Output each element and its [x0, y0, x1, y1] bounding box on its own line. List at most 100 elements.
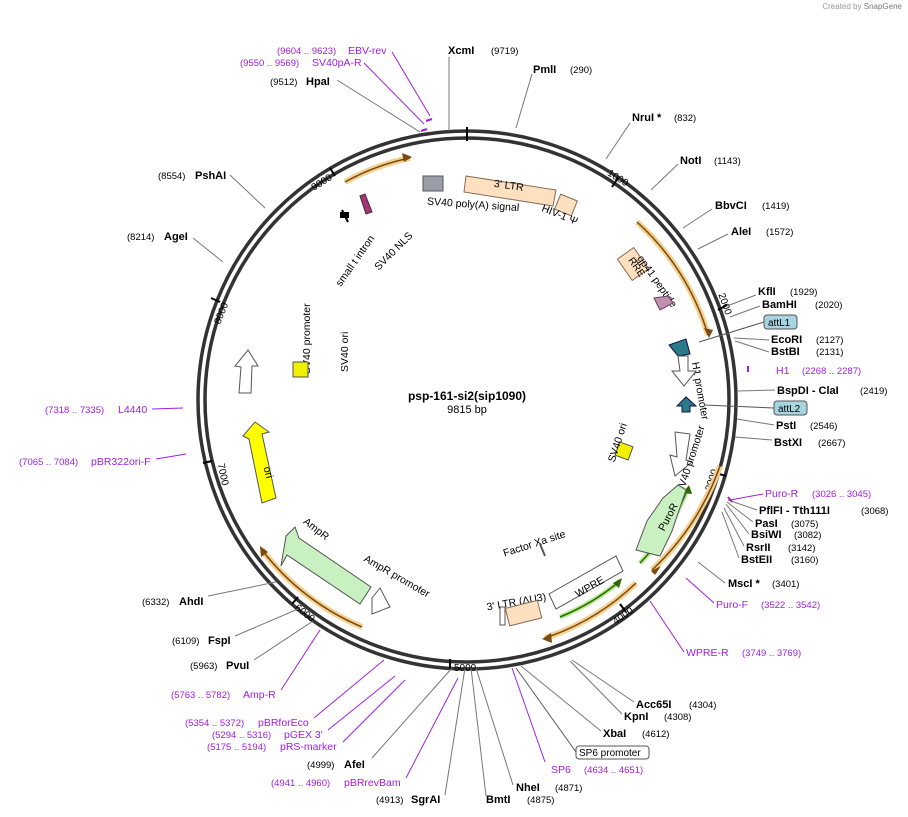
- enzyme-position: (2131): [816, 347, 843, 358]
- enzyme-agei[interactable]: AgeI(8214): [127, 231, 224, 263]
- enzyme-position: (2667): [818, 438, 845, 449]
- enzyme-pflfi-tth111i[interactable]: PflFI - Tth111I(3068): [727, 499, 888, 517]
- feature-hiv1-psi[interactable]: [554, 193, 578, 217]
- primer-pgex-3[interactable]: pGEX 3'(5294 .. 5316): [212, 675, 396, 741]
- enzyme-afei[interactable]: AfeI (4999): [307, 667, 453, 771]
- primer-prs-marker[interactable]: pRS-marker(5175 .. 5194): [207, 679, 406, 753]
- feature-rre[interactable]: RRE: [616, 246, 650, 282]
- enzyme-nrui[interactable]: NruI *(832): [605, 112, 696, 160]
- feature-small-t-intron[interactable]: [340, 209, 349, 223]
- enzyme-name: HpaI: [306, 76, 330, 88]
- enzyme-name: AleI: [731, 226, 751, 238]
- feature-ampr[interactable]: AmpR: [280, 516, 372, 605]
- feature-sv40ori-right[interactable]: [614, 441, 634, 461]
- feature-h1-arrow-white[interactable]: [670, 355, 698, 387]
- enzyme-bstxi[interactable]: BstXI(2667): [734, 436, 845, 449]
- enzyme-name: MscI *: [728, 578, 761, 590]
- feature-sv40nls[interactable]: [359, 193, 373, 215]
- enzyme-xbai[interactable]: XbaI(4612): [520, 665, 669, 740]
- feature-sv40ori-left[interactable]: [292, 361, 309, 378]
- enzyme-name: NheI: [516, 782, 540, 794]
- primer-puro-f[interactable]: Puro-F(3522 .. 3542): [685, 577, 820, 611]
- enzyme-bbvci[interactable]: BbvCI(1419): [682, 200, 789, 229]
- enzyme-name: FspI: [208, 635, 231, 647]
- enzyme-sgrai[interactable]: SgrAI(4913): [376, 667, 466, 806]
- feature-3ltr-du3-small[interactable]: [499, 606, 506, 626]
- primer-name: SV40pA-R: [312, 57, 362, 69]
- enzyme-xcmi[interactable]: XcmI(9719): [448, 45, 518, 131]
- enzyme-msci[interactable]: MscI *(3401): [697, 561, 799, 590]
- enzyme-fspi[interactable]: FspI (6109): [172, 608, 299, 647]
- primer-sv40pa-r[interactable]: SV40pA-R(9550 .. 9569): [240, 57, 428, 132]
- feature-ori[interactable]: ori: [242, 421, 277, 504]
- enzyme-pmli[interactable]: PmlI(290): [515, 64, 592, 129]
- feature-gp41-arrow[interactable]: [653, 295, 674, 311]
- primer-position: (3749 .. 3769): [742, 648, 801, 659]
- tick-4000: 4000: [611, 603, 636, 627]
- primer-position: (4634 .. 4651): [584, 765, 643, 776]
- primer-ebv-rev[interactable]: EBV-rev (9604 .. 9623): [277, 45, 433, 122]
- primer-pbrforeco[interactable]: pBRforEco(5354 .. 5372): [185, 659, 385, 729]
- primer-position: (7318 .. 7335): [45, 405, 104, 416]
- primer-name: SP6: [551, 764, 571, 776]
- feature-attl2-arrow[interactable]: [675, 396, 698, 413]
- enzyme-kfli[interactable]: KflI(1929): [726, 286, 817, 307]
- enzyme-bstbi[interactable]: BstBI (2131): [734, 340, 843, 358]
- enzyme-bamhi[interactable]: BamHI(2020): [729, 299, 842, 318]
- feature-sv40promoter-left[interactable]: [234, 349, 259, 394]
- enzyme-alei[interactable]: AleI(1572): [697, 226, 793, 250]
- enzyme-acc65i[interactable]: Acc65I(4304): [571, 659, 716, 711]
- primer-name: EBV-rev: [348, 45, 387, 57]
- enzyme-ecori[interactable]: EcoRI(2127): [733, 334, 843, 346]
- enzyme-name: BsiWI: [751, 529, 782, 541]
- plasmid-name: psp-161-si2(sip1090): [408, 389, 526, 403]
- primer-h1[interactable]: H1(2268 .. 2287): [747, 365, 861, 377]
- enzyme-name: XbaI: [603, 728, 626, 740]
- sp6-promoter-badge[interactable]: SP6 promoter: [575, 745, 650, 760]
- primer-puro-r[interactable]: Puro-R(3026 .. 3045): [727, 488, 871, 503]
- feature-3ltr[interactable]: 3' LTR: [463, 175, 557, 207]
- enzyme-rsrii[interactable]: RsrII(3142): [723, 507, 815, 554]
- enzyme-bmti[interactable]: BmtI(4875): [470, 667, 554, 806]
- enzyme-bsiwi[interactable]: BsiWI(3082): [725, 503, 821, 541]
- enzyme-nhei[interactable]: NheI(4871): [475, 667, 582, 794]
- enzyme-position: (4913): [376, 795, 403, 806]
- feature-h1-promoter-top[interactable]: [668, 338, 691, 357]
- primer-position: (5175 .. 5194): [207, 742, 266, 753]
- enzyme-pvui[interactable]: PvuI(5963): [190, 620, 314, 672]
- primer-position: (9604 .. 9623): [277, 46, 336, 57]
- primer-position: (5294 .. 5316): [212, 730, 271, 741]
- enzyme-hpai[interactable]: HpaI(9512): [270, 76, 421, 133]
- enzyme-name: AfeI: [344, 759, 365, 771]
- attl1-badge[interactable]: attL1: [763, 314, 798, 330]
- enzyme-name: RsrII: [746, 542, 770, 554]
- enzyme-name: BstBI: [771, 346, 800, 358]
- enzyme-kpni[interactable]: KpnI(4308): [569, 660, 691, 723]
- primer-pbrrevbam[interactable]: pBRrevBam(4941 .. 4960): [271, 677, 459, 789]
- attl2-badge[interactable]: attL2: [773, 400, 808, 416]
- enzyme-bsteii[interactable]: BstEII(3160): [721, 511, 818, 566]
- enzyme-pasi[interactable]: PasI(3075): [726, 501, 818, 530]
- primer-l4440[interactable]: L4440(7318 .. 7335): [45, 404, 184, 416]
- tick-label: 4000: [611, 605, 636, 627]
- feature-sv40promoter-right[interactable]: [669, 431, 694, 477]
- primer-sp6[interactable]: SP6 (4634 .. 4651): [511, 667, 643, 776]
- enzyme-pshai[interactable]: PshAI(8554): [158, 170, 266, 209]
- enzyme-position: (4999): [307, 760, 334, 771]
- enzyme-position: (4304): [689, 700, 716, 711]
- primer-pbr322ori-f[interactable]: pBR322ori-F(7065 .. 7084): [19, 453, 187, 468]
- enzyme-position: (1419): [762, 201, 789, 212]
- feature-3ltr-du3-box[interactable]: [504, 599, 543, 627]
- enzyme-psti[interactable]: PstI(2546): [736, 418, 837, 432]
- enzyme-noti[interactable]: NotI(1143): [650, 155, 741, 191]
- feature-ampr-promoter-arrow[interactable]: [371, 587, 391, 615]
- primer-name: H1: [776, 365, 790, 377]
- primer-amp-r[interactable]: Amp-R(5763 .. 5782): [171, 629, 321, 701]
- feature-sv40polya-box[interactable]: [422, 175, 444, 192]
- enzyme-bspdi-clai[interactable]: BspDI - ClaI(2419): [736, 385, 887, 397]
- enzyme-name: BmtI: [486, 794, 510, 806]
- primer-wpre-r[interactable]: WPRE-R(3749 .. 3769): [649, 600, 801, 659]
- enzyme-position: (6109): [172, 636, 199, 647]
- enzyme-ahdi[interactable]: AhdI(6332): [142, 581, 277, 608]
